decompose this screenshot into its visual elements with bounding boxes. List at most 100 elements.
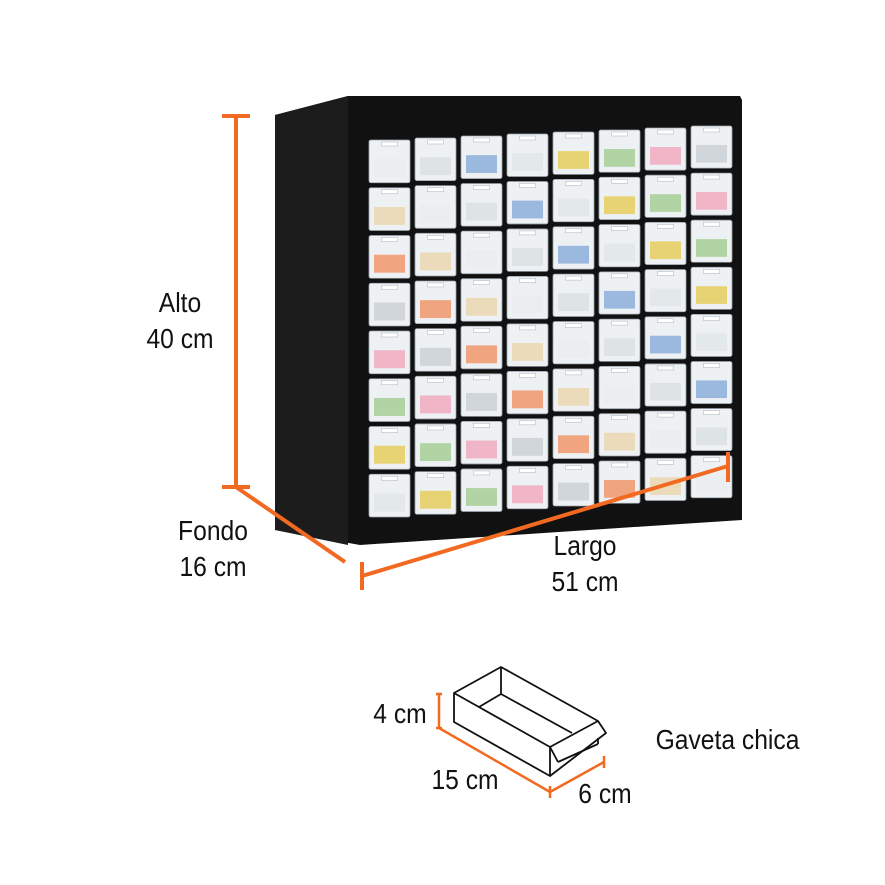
drawer-contents — [374, 159, 405, 178]
drawer-handle — [610, 273, 628, 279]
drawer-handle — [518, 278, 536, 283]
drawer-handle — [518, 135, 536, 141]
height-label: Alto 40 cm — [136, 285, 224, 357]
drawer-contents — [420, 252, 451, 271]
drawer-contents — [512, 295, 543, 314]
drawer-contents — [696, 427, 727, 446]
drawer-contents — [420, 204, 451, 223]
drawer-contents — [558, 245, 589, 264]
drawer-handle — [518, 183, 536, 188]
drawer-contents — [512, 248, 543, 266]
depth-label: Fondo 16 cm — [169, 513, 257, 585]
drawer-contents — [558, 482, 589, 501]
drawer-contents — [650, 382, 681, 401]
drawer-contents — [696, 286, 727, 304]
drawer-contents — [604, 385, 635, 404]
drawer-contents — [374, 350, 405, 369]
drawer-handle — [472, 327, 490, 333]
drawer-contents — [466, 155, 497, 174]
drawer-contents — [558, 293, 589, 311]
drawer-contents — [374, 254, 405, 273]
drawer-contents — [420, 443, 451, 462]
drawer-contents — [466, 392, 497, 411]
drawer-handle — [518, 467, 536, 473]
drawer-handle — [702, 221, 720, 227]
drawer-contents — [696, 144, 727, 163]
depth-value: 16 cm — [179, 551, 247, 582]
drawer-handle — [564, 228, 582, 234]
drawer-handle — [610, 462, 628, 468]
drawer-contents — [512, 390, 543, 409]
drawer-contents — [420, 347, 451, 366]
drawer-handle — [702, 363, 720, 368]
drawer-handle — [380, 332, 398, 338]
drawer-contents — [696, 192, 727, 210]
drawer-contents — [374, 445, 405, 464]
drawer-handle — [380, 475, 398, 481]
drawer-contents — [512, 437, 543, 456]
drawer-contents — [604, 338, 635, 356]
drawer-title: Gaveta chica — [655, 724, 800, 755]
width-label: Largo 51 cm — [541, 528, 629, 600]
drawer-handle — [610, 178, 628, 184]
drawer-handle — [472, 232, 490, 238]
drawer-outline — [453, 666, 607, 777]
drawer-contents — [420, 157, 451, 176]
drawer-contents — [466, 250, 497, 269]
drawer-contents — [650, 146, 681, 165]
drawer-handle — [656, 129, 674, 135]
width-value: 51 cm — [551, 566, 619, 597]
drawer-handle — [656, 271, 674, 276]
drawer-handle — [472, 423, 490, 428]
drawer-handle — [702, 127, 720, 133]
drawer-contents — [558, 151, 589, 169]
drawer-handle — [380, 284, 398, 290]
drawer-contents — [512, 153, 543, 171]
drawer-contents — [374, 206, 405, 225]
drawer-handle — [518, 230, 536, 236]
drawer-contents — [466, 488, 497, 506]
drawer-contents — [374, 493, 405, 512]
drawer-handle — [702, 174, 720, 180]
drawer-handle — [564, 465, 582, 470]
drawer-handle — [518, 325, 536, 331]
drawer-handle — [656, 460, 674, 465]
depth-label-text: Fondo — [178, 515, 248, 546]
drawer-handle — [380, 141, 398, 147]
drawer-handle — [702, 410, 720, 415]
drawer-contents — [558, 387, 589, 406]
drawer-handle — [426, 282, 444, 288]
drawer-dimension-lines — [436, 692, 606, 798]
drawer-contents — [604, 243, 635, 262]
cabinet-side — [275, 96, 348, 545]
drawer-contents — [696, 239, 727, 257]
drawer-contents — [650, 241, 681, 260]
drawer-cabinet — [275, 96, 742, 545]
drawer-contents — [420, 490, 451, 509]
drawer-width-value: 6 cm — [578, 778, 632, 809]
drawer-contents — [604, 149, 635, 167]
drawer-handle — [656, 412, 674, 418]
width-label-text: Largo — [553, 530, 617, 561]
drawer-handle — [472, 137, 490, 143]
drawer-grid — [368, 125, 733, 518]
drawer-handle — [564, 133, 582, 139]
drawer-handle — [380, 428, 398, 433]
drawer-contents — [374, 397, 405, 416]
drawer-handle — [426, 473, 444, 478]
drawer-contents — [420, 300, 451, 319]
drawer-contents — [420, 395, 451, 414]
drawer-contents — [512, 485, 543, 504]
drawer-handle — [610, 131, 628, 137]
drawer-handle — [426, 377, 444, 383]
drawer-handle — [472, 470, 490, 476]
drawer-contents — [650, 335, 681, 354]
drawer-contents — [512, 342, 543, 361]
width-dimension-line — [361, 464, 729, 578]
drawer-contents — [558, 340, 589, 359]
drawer-handle — [426, 139, 444, 145]
drawer-contents — [466, 440, 497, 459]
drawer-handle — [564, 370, 582, 376]
drawer-handle — [518, 420, 536, 426]
